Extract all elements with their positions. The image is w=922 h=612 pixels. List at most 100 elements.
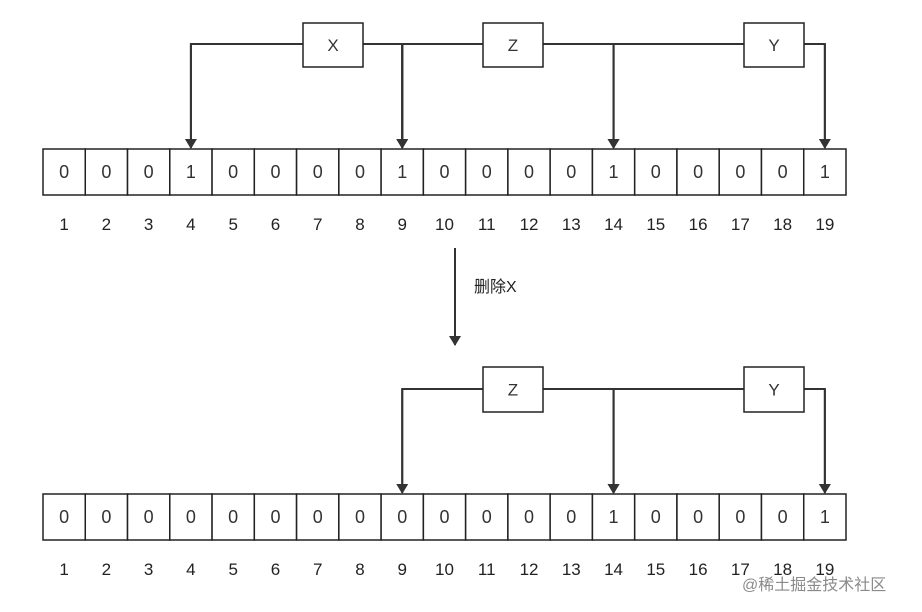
bit-value: 0 [270,162,280,182]
bit-value: 0 [186,507,196,527]
key-label: X [327,36,338,55]
bit-value: 1 [820,162,830,182]
bit-index: 15 [646,560,665,579]
bit-cell [507,148,551,196]
bit-cell [253,493,298,541]
key-box [743,22,805,68]
bit-index: 8 [355,215,364,234]
key-label: Z [508,36,518,55]
bit-index: 10 [435,560,454,579]
bit-cell [718,148,763,196]
bit-index: 17 [731,215,750,234]
bit-value: 0 [101,162,111,182]
operation-label: 删除X [474,278,517,296]
key-label: Y [768,36,779,55]
bit-value: 0 [693,507,703,527]
bit-index: 1 [59,215,68,234]
bit-value: 0 [524,162,534,182]
bit-index: 11 [478,560,496,579]
bit-index: 16 [689,560,708,579]
operation-step: 删除X [449,248,517,346]
bit-cell [126,148,171,196]
bit-value: 1 [609,507,619,527]
bit-index: 2 [102,560,111,579]
bit-value: 0 [144,507,154,527]
bit-index: 19 [815,215,834,234]
bit-cell [549,148,594,196]
hash-connector [804,388,826,492]
bit-value: 0 [59,507,69,527]
bit-value: 0 [397,507,407,527]
bit-cell [84,148,129,196]
key-box [302,22,364,68]
bit-index: 4 [186,215,195,234]
bit-index: 6 [271,560,280,579]
bit-cell [295,148,340,196]
bit-cell [42,148,87,196]
bit-value: 1 [397,162,407,182]
hash-connector [401,43,483,147]
bit-cell [338,493,382,541]
bit-cell [338,148,382,196]
watermark: @稀土掘金技术社区 [742,576,886,594]
bit-cell [253,148,298,196]
bit-cell [549,493,594,541]
bit-value: 1 [609,162,619,182]
hash-connector [401,388,483,492]
key-box [482,366,544,413]
bit-index: 16 [689,215,708,234]
bit-index: 8 [355,560,364,579]
bit-value: 0 [524,507,534,527]
key-box [743,366,805,413]
bit-cell [295,493,340,541]
bit-cell [718,493,763,541]
bit-value: 0 [101,507,111,527]
bit-index: 10 [435,215,454,234]
bit-cell [633,493,678,541]
bit-value: 1 [820,507,830,527]
hash-connector [189,43,303,147]
bit-cell [84,493,129,541]
bit-value: 0 [566,507,576,527]
hash-connector [804,43,826,147]
bit-cell [126,493,171,541]
bit-index: 17 [731,560,750,579]
key-label: Y [768,381,779,400]
bit-index: 18 [773,215,792,234]
bit-value: 0 [482,162,492,182]
bit-value: 0 [59,162,69,182]
bit-value: 0 [439,162,449,182]
bit-value: 1 [186,162,196,182]
bit-index: 12 [520,560,539,579]
bit-index: 6 [271,215,280,234]
key-label: Z [508,381,518,400]
bit-value: 0 [313,162,323,182]
bit-index: 3 [144,215,153,234]
bit-value: 0 [778,162,788,182]
bit-index: 7 [313,215,322,234]
bit-index: 1 [59,560,68,579]
bit-cell [169,493,213,541]
bit-cell [422,493,467,541]
bit-value: 0 [439,507,449,527]
bit-value: 0 [355,507,365,527]
bit-value: 0 [778,507,788,527]
bit-cell [760,493,805,541]
bit-index: 15 [646,215,665,234]
bit-index: 2 [102,215,111,234]
bit-cell [591,148,636,196]
bit-cell [42,493,87,541]
bit-index: 14 [604,215,623,234]
bit-index: 18 [773,560,792,579]
bit-value: 0 [270,507,280,527]
bit-index: 7 [313,560,322,579]
hash-connector [543,43,615,147]
bit-value: 0 [144,162,154,182]
bit-index: 9 [398,560,407,579]
bit-index: 13 [562,560,581,579]
bit-cell [464,493,509,541]
bit-cell [380,148,425,196]
bit-value: 0 [651,507,661,527]
